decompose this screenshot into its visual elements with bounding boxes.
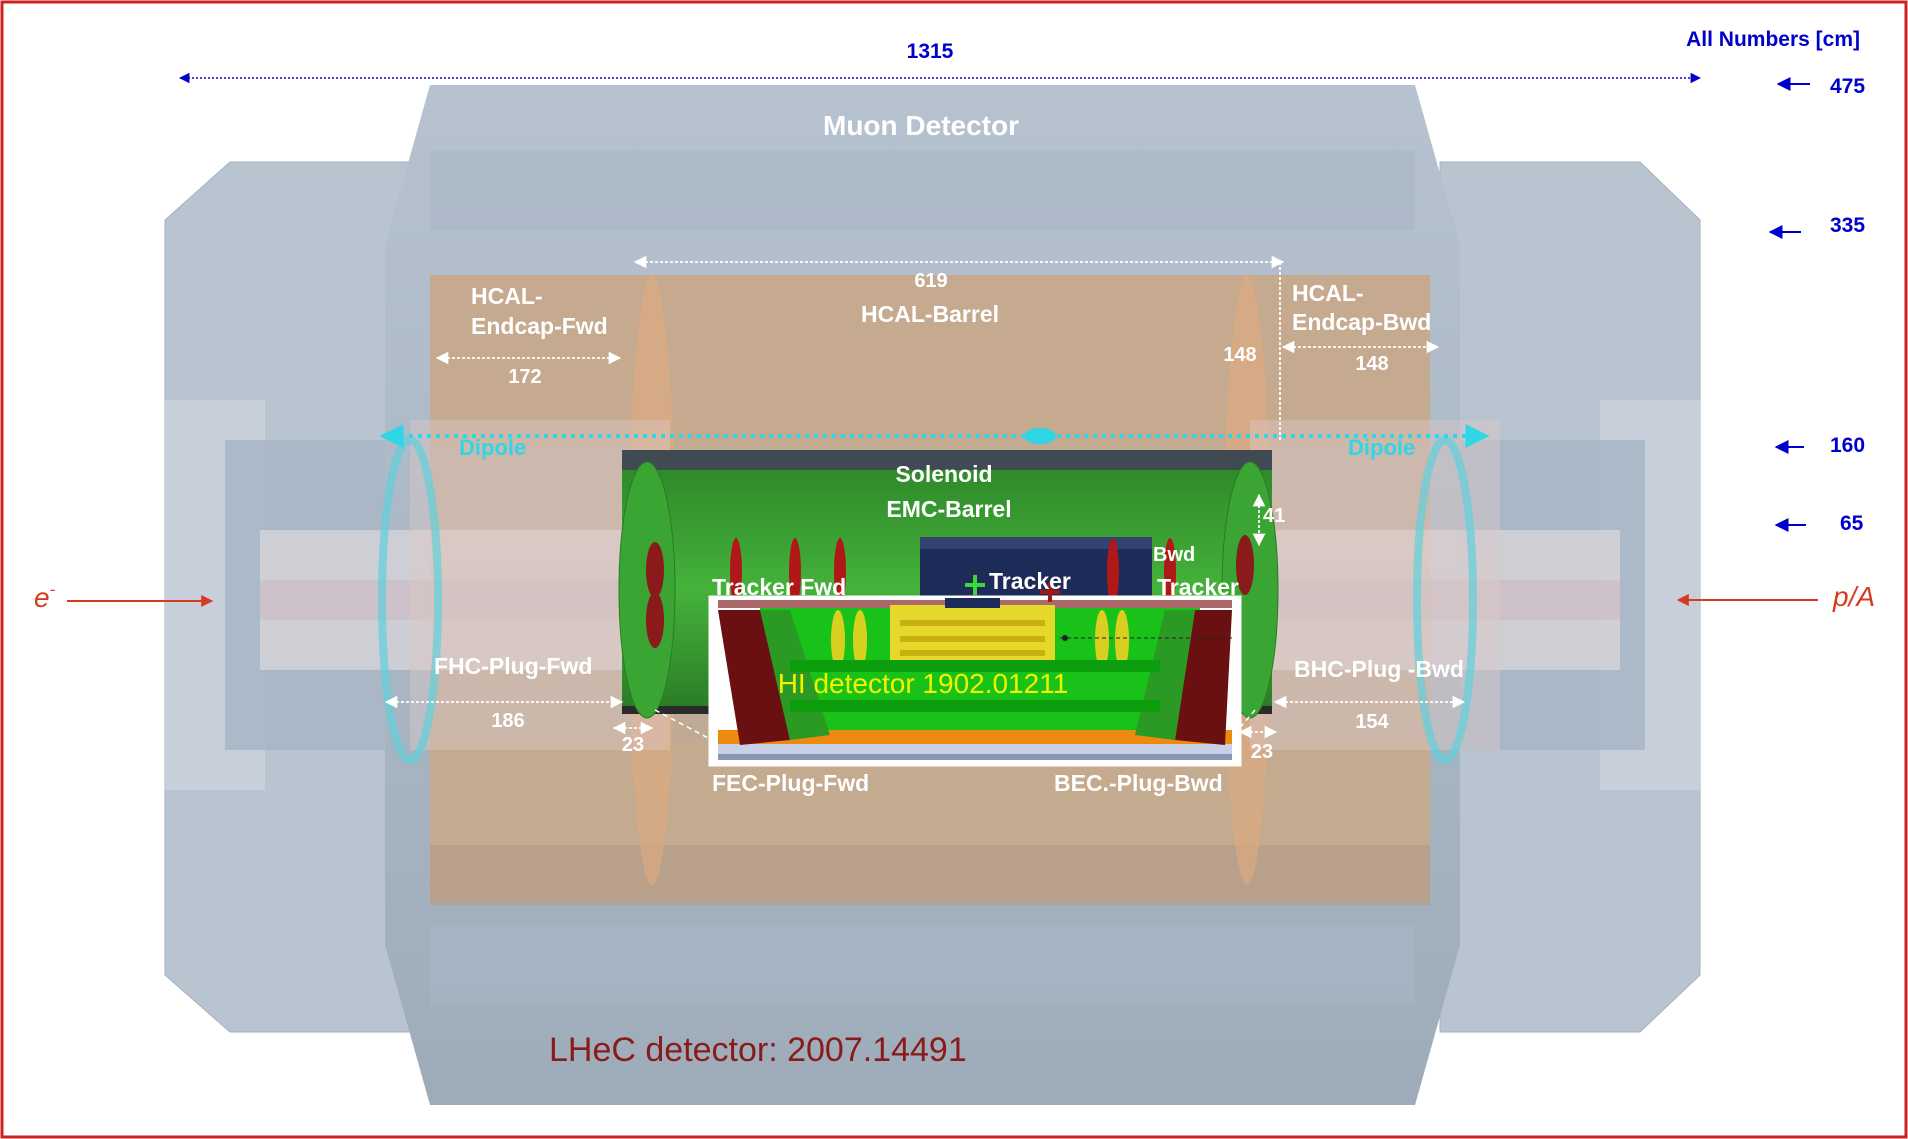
dim-148-radial: 148 <box>1223 344 1256 366</box>
electron-beam-label: e- <box>34 580 56 613</box>
radial-mark-335: 335 <box>1830 214 1865 237</box>
hcal-bwd-label-1: HCAL- <box>1292 280 1364 306</box>
dipole-left-label: Dipole <box>459 435 526 460</box>
bhc-label: BHC-Plug -Bwd <box>1294 656 1464 682</box>
length-1315-label: 1315 <box>907 40 954 63</box>
hcal-fwd-label-1: HCAL- <box>471 283 543 309</box>
bwd-label: Bwd <box>1153 544 1195 566</box>
main-caption: LHeC detector: 2007.14491 <box>549 1031 967 1069</box>
radial-mark-475: 475 <box>1830 75 1865 98</box>
hcal-fwd-label-2: Endcap-Fwd <box>471 313 608 339</box>
radial-mark-65: 65 <box>1840 512 1864 535</box>
units-note: All Numbers [cm] <box>1686 28 1860 51</box>
radial-marker-arrows <box>1768 77 1810 532</box>
bec-label: BEC.-Plug-Bwd <box>1054 770 1223 796</box>
tracker-fwd-label: Tracker Fwd <box>712 574 846 600</box>
fhc-label: FHC-Plug-Fwd <box>434 653 592 679</box>
dimension-lines <box>384 255 1466 739</box>
dim-186: 186 <box>491 710 524 732</box>
dim-41: 41 <box>1263 505 1285 527</box>
dim-172: 172 <box>508 366 541 388</box>
dim-148-len: 148 <box>1355 353 1388 375</box>
emc-barrel-label: EMC-Barrel <box>886 496 1011 522</box>
dipole-right-label: Dipole <box>1348 435 1415 460</box>
dim-23-bwd: 23 <box>1251 741 1273 763</box>
beam-arrows <box>67 594 1818 607</box>
dim-619: 619 <box>914 270 947 292</box>
hcal-barrel-label: HCAL-Barrel <box>861 301 999 327</box>
hi-detector-inset <box>708 575 1242 767</box>
dipole-line <box>379 424 1490 448</box>
dim-154: 154 <box>1355 711 1389 733</box>
muon-detector-label: Muon Detector <box>823 110 1019 141</box>
hcal-bwd-label-2: Endcap-Bwd <box>1292 309 1431 335</box>
tracker-bwd-label: Tracker <box>1157 574 1239 600</box>
fec-label: FEC-Plug-Fwd <box>712 770 869 796</box>
radial-mark-160: 160 <box>1830 434 1865 457</box>
tracker-label: Tracker <box>989 568 1071 594</box>
dim-23-fwd: 23 <box>622 734 644 756</box>
solenoid-label: Solenoid <box>895 461 992 487</box>
proton-beam-label: p/A <box>1832 581 1875 612</box>
inset-caption: HI detector 1902.01211 <box>778 668 1069 699</box>
